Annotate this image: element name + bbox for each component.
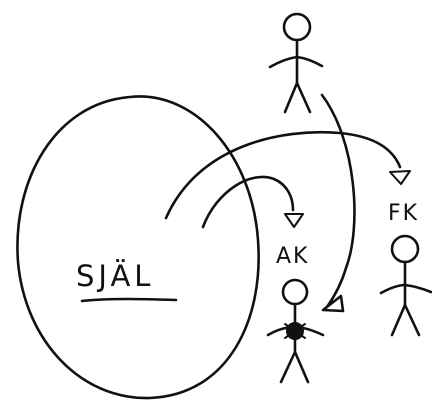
- soul-to-ak-arrow-line: [201, 175, 295, 229]
- soul-label: SJÄL: [76, 259, 154, 293]
- observer-to-ak-arrowhead: [321, 294, 345, 313]
- top-person-legs: [283, 81, 312, 114]
- top-person-head: [282, 12, 312, 42]
- top-person-arms: [268, 55, 324, 69]
- ak-heart-scribble: [284, 323, 306, 339]
- ak-person-legs: [279, 350, 310, 384]
- soul-ellipse: [16, 95, 260, 400]
- top-person-figure: [268, 12, 324, 114]
- ak-label: AK: [276, 244, 309, 269]
- soul-to-fk-arrowhead: [389, 170, 411, 185]
- soul-to-fk-arrow-line: [164, 131, 402, 220]
- fk-person-legs: [390, 303, 421, 337]
- soul-label-underline: [80, 297, 178, 303]
- fk-person-head: [390, 234, 420, 264]
- observer-to-ak-arrow-line: [320, 93, 356, 309]
- fk-person-arms: [379, 283, 432, 295]
- fk-person-figure: [379, 234, 432, 337]
- soul-to-ak-arrowhead: [284, 213, 304, 228]
- fk-label: FK: [388, 201, 419, 226]
- ak-person-figure: [266, 278, 325, 384]
- ak-person-head: [281, 278, 309, 306]
